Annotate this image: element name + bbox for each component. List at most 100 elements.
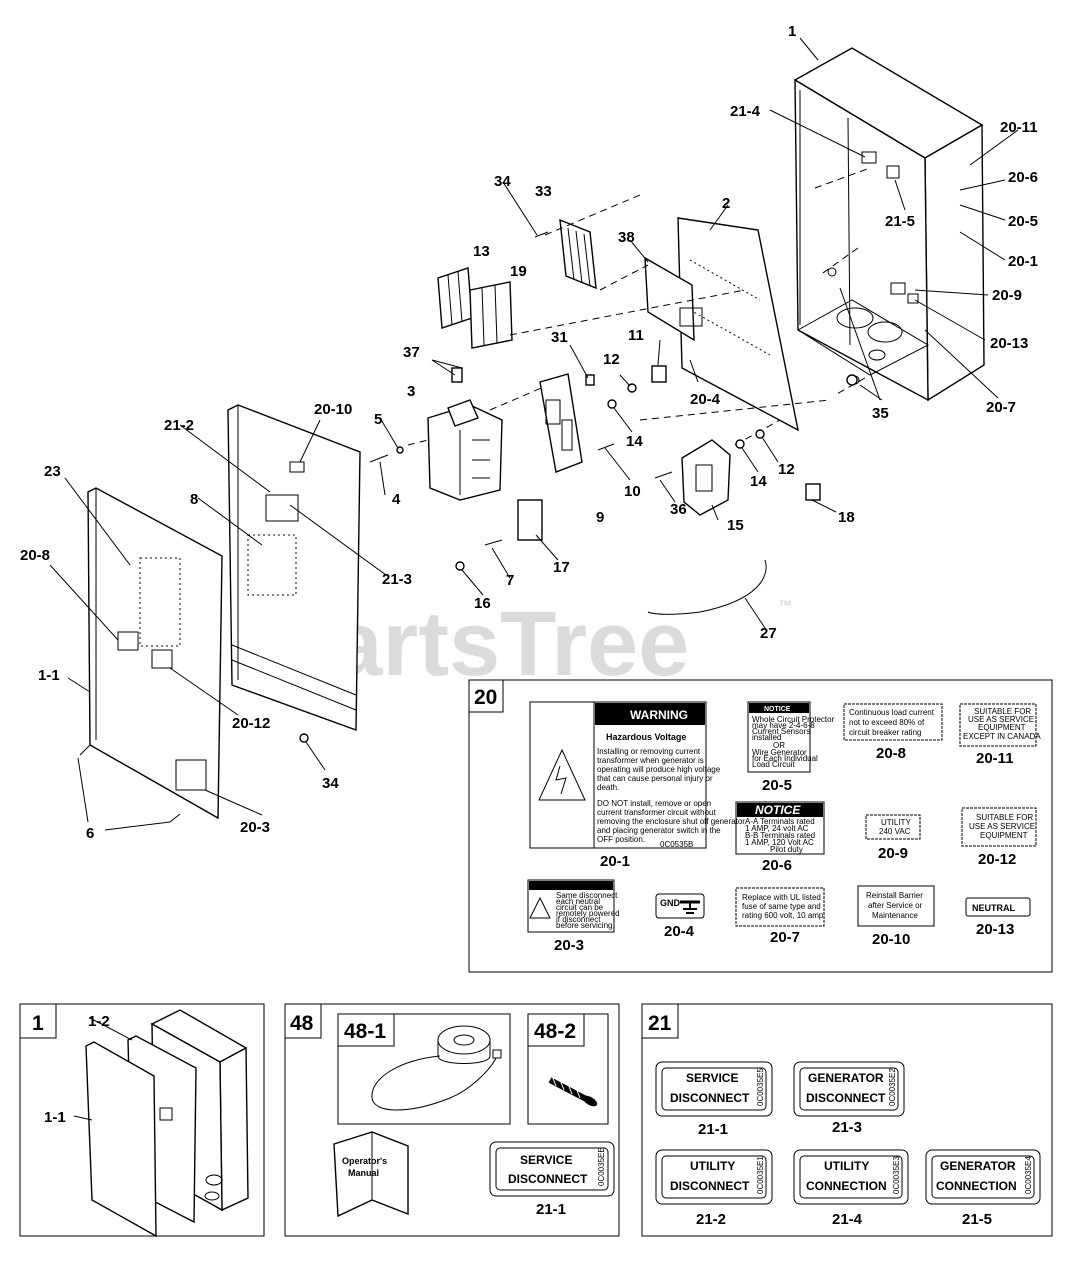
part-18	[805, 483, 821, 501]
decal-label-20-8: 20-8	[876, 745, 906, 762]
part-31	[585, 374, 595, 386]
decal-label-20-4: 20-4	[664, 923, 695, 940]
notice-line-4: installed	[752, 733, 781, 742]
callout-4: 4	[392, 491, 401, 508]
callout-20-13: 20-13	[990, 335, 1028, 352]
hazard-title: Hazardous Voltage	[606, 732, 686, 742]
hazard-line-5: death.	[597, 783, 619, 792]
decal-21-3-line-2: DISCONNECT	[806, 1091, 886, 1105]
dead-front-part-8	[227, 404, 361, 731]
callout-34-top: 34	[494, 173, 511, 190]
hazard-header: WARNING	[630, 708, 688, 722]
callout-20-8: 20-8	[20, 547, 50, 564]
screw-part-36	[654, 471, 673, 479]
suit1-line-1: SUITABLE FOR	[974, 707, 1031, 716]
callout-31: 31	[551, 329, 568, 346]
callout-21-2: 21-2	[164, 417, 194, 434]
load-line-3: circuit breaker rating	[849, 728, 921, 737]
box-48-2-label: 48-2	[534, 1020, 576, 1043]
current-transformer-icon	[371, 1025, 502, 1111]
notice2-header: NOTICE	[755, 803, 801, 817]
callout-13: 13	[473, 243, 490, 260]
callout-21-5: 21-5	[885, 213, 915, 230]
box-48-1-label: 48-1	[344, 1020, 386, 1043]
notice-line-2: may have 2-4-6-8	[752, 721, 815, 730]
callout-14-lower: 14	[750, 473, 767, 490]
decal-21-2-line-2: DISCONNECT	[670, 1179, 750, 1193]
box-21-callout-21-5: 21-5	[962, 1211, 992, 1228]
callout-23: 23	[44, 463, 61, 480]
callout-35: 35	[872, 405, 889, 422]
callout-18: 18	[838, 509, 855, 526]
decal-label-20-11: 20-11	[976, 750, 1014, 767]
manual-line-1: Operator's	[342, 1156, 387, 1166]
fuse-holder-part-15	[681, 439, 731, 516]
screw-part-34-bottom	[299, 733, 309, 743]
hazard-code: 0C0535B	[660, 840, 693, 849]
box-48-service-line-1: SERVICE	[520, 1153, 572, 1167]
notice-header: NOTICE	[764, 706, 791, 713]
part-14-lower	[735, 439, 745, 449]
barrier-line-1: Reinstall Barrier	[866, 891, 923, 900]
box-48-number: 48	[290, 1012, 314, 1035]
callout-20-4: 20-4	[690, 391, 721, 408]
part-14-upper	[607, 399, 617, 409]
suit1-line-4: EXCEPT IN CANADA	[963, 732, 1041, 741]
suit2-line-3: EQUIPMENT	[980, 831, 1028, 840]
breaker-part-19	[469, 281, 513, 349]
part-11	[651, 365, 667, 383]
fuse-line-3: rating 600 volt, 10 amp	[742, 911, 824, 920]
warn-line-1: Same disconnect	[556, 891, 618, 900]
callout-33: 33	[535, 183, 552, 200]
hazard-line-8: current transformer circuit without	[597, 808, 716, 817]
terminal-block-part-33	[559, 218, 597, 290]
box-48-service-code: 0C0035EE	[597, 1147, 606, 1186]
callout-1-1: 1-1	[38, 667, 60, 684]
decal-21-5-code: 0C0035E4	[1024, 1156, 1033, 1194]
caution-icon	[529, 896, 551, 919]
hazard-line-1: Installing or removing current	[597, 747, 701, 756]
decal-21-2-code: 0C0035E1	[756, 1156, 765, 1194]
callout-11: 11	[628, 327, 644, 344]
box-21-number: 21	[648, 1012, 672, 1035]
part-12-lower	[755, 429, 765, 439]
callout-12-lower: 12	[778, 461, 795, 478]
hazard-line-2: transformer when generator is	[597, 756, 704, 765]
fuse-line-2: fuse of same type and	[742, 902, 821, 911]
notice-line-7: for Each Individual	[752, 754, 818, 763]
decal-label-20-10: 20-10	[872, 931, 910, 948]
callout-20-5: 20-5	[1008, 213, 1038, 230]
callout-1: 1	[788, 23, 796, 40]
callout-20-3: 20-3	[240, 819, 270, 836]
part-16	[455, 561, 465, 571]
callout-20-1: 20-1	[1008, 253, 1038, 270]
hazard-line-4: that can cause personal injury or	[597, 774, 713, 783]
shock-warning-icon	[538, 748, 586, 801]
hazard-line-3: operating will produce high voltage	[597, 765, 721, 774]
accessory-kit-box-48: 48 48-1 48-2 Operator's Manual	[284, 1003, 620, 1237]
box-1-callout-1-2: 1-2	[88, 1013, 110, 1030]
decal-21-4-code: 0C0035E3	[892, 1156, 901, 1194]
decal-21-2-line-1: UTILITY	[690, 1159, 735, 1173]
callout-14-upper: 14	[626, 433, 643, 450]
gnd-text: GND	[660, 898, 681, 908]
hazard-line-9: removing the enclosure shut off generato…	[597, 817, 745, 826]
callout-9: 9	[596, 509, 604, 526]
callout-2: 2	[722, 195, 730, 212]
enclosure-part-1	[793, 47, 985, 402]
barrier-line-2: after Service or	[868, 901, 923, 910]
fuse-line-1: Replace with UL listed	[742, 893, 821, 902]
box-1-number: 1	[32, 1012, 44, 1035]
decal-21-5-line-1: GENERATOR	[940, 1159, 1016, 1173]
callout-15: 15	[727, 517, 744, 534]
box-21-callout-21-1: 21-1	[698, 1121, 728, 1138]
suit1-line-2: USE AS SERVICE	[968, 715, 1034, 724]
decal-label-20-9: 20-9	[878, 845, 908, 862]
ground-icon	[680, 900, 700, 914]
decal-21-1-line-1: SERVICE	[686, 1071, 738, 1085]
decal-label-20-1: 20-1	[600, 853, 630, 870]
part-37	[451, 367, 463, 383]
suit2-line-2: USE AS SERVICE	[969, 822, 1035, 831]
decal-label-20-12: 20-12	[978, 851, 1016, 868]
